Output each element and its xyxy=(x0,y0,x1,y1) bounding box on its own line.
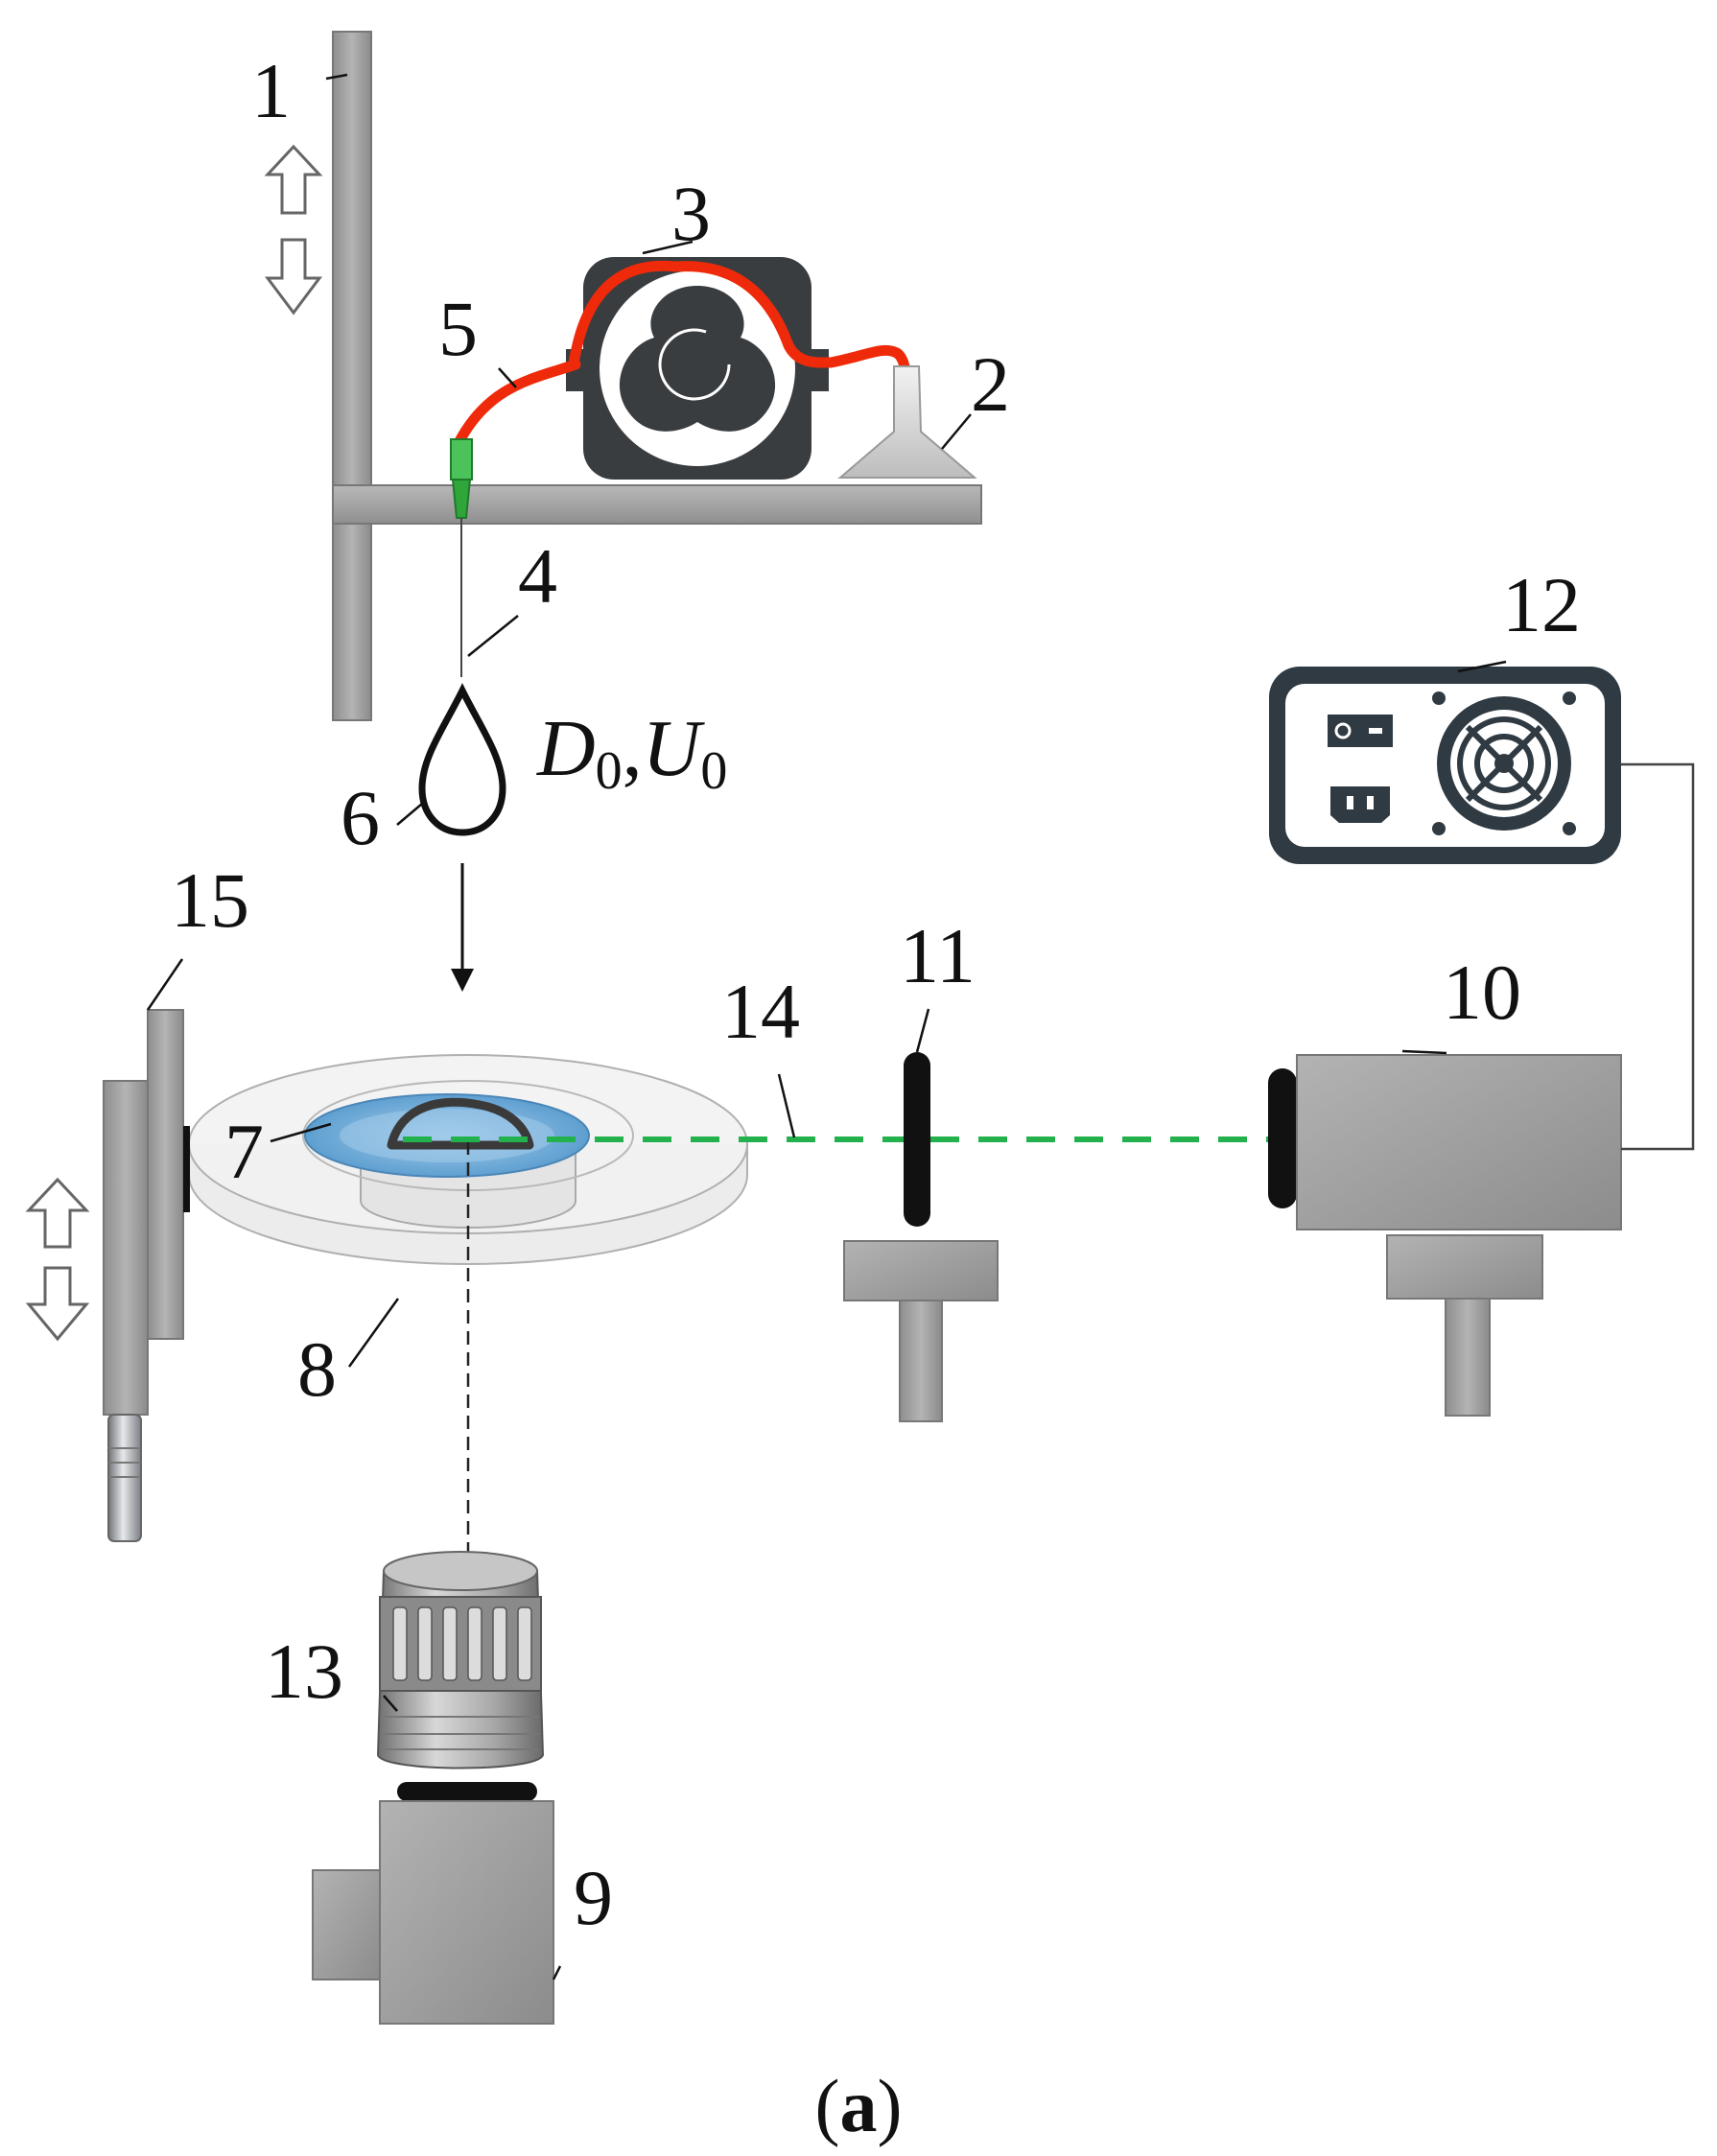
liquid-reservoir-flask xyxy=(837,365,977,479)
velocity-symbol: U xyxy=(643,704,706,793)
up-arrow-icon xyxy=(264,144,323,215)
light-source-post xyxy=(1445,1298,1491,1417)
lens-element xyxy=(904,1052,930,1227)
label-5: 5 xyxy=(438,285,478,372)
diameter-symbol: D xyxy=(536,704,596,793)
lift-up-down-arrows xyxy=(25,1177,90,1342)
label-9: 9 xyxy=(574,1854,613,1941)
label-15: 15 xyxy=(171,856,249,944)
needle-hub xyxy=(450,438,473,480)
component-labels: 1 2 3 4 5 6 7 8 9 10 11 12 13 14 15 xyxy=(171,47,1581,1941)
label-2: 2 xyxy=(971,340,1010,428)
label-3: 3 xyxy=(671,170,711,257)
pump-rotor xyxy=(619,286,776,432)
falling-droplet xyxy=(418,683,506,836)
flask-body xyxy=(837,365,977,479)
camera-side-module xyxy=(312,1869,381,1980)
leader-lines xyxy=(146,73,1507,1980)
lift-plate-front xyxy=(147,1009,184,1340)
label-14: 14 xyxy=(721,968,800,1055)
lens-post xyxy=(899,1300,943,1422)
dispensing-needle xyxy=(450,438,473,677)
pump-clamp-right xyxy=(806,349,829,391)
fall-direction-arrow xyxy=(451,863,474,992)
caption-close-paren: ) xyxy=(878,2064,903,2147)
label-4: 4 xyxy=(518,532,557,620)
label-7: 7 xyxy=(224,1108,264,1195)
label-11: 11 xyxy=(900,912,976,999)
camera-main-box xyxy=(379,1800,554,2025)
lens-mount-ring xyxy=(397,1782,537,1801)
light-source-body xyxy=(1296,1054,1622,1230)
stand-up-down-arrows xyxy=(264,144,323,316)
power-socket-icon xyxy=(1330,786,1390,823)
power-supply xyxy=(1269,667,1621,864)
lift-plate-back xyxy=(103,1080,149,1416)
droplet-impact-profile xyxy=(387,1097,534,1150)
fan-icon xyxy=(1432,691,1576,835)
needle-tip xyxy=(451,479,472,519)
support-stand xyxy=(332,31,982,721)
focusing-lens-mount xyxy=(843,1052,999,1422)
stand-vertical-bar xyxy=(332,31,372,721)
light-source xyxy=(1268,1054,1622,1417)
label-1: 1 xyxy=(251,47,291,134)
lens-post-holder xyxy=(843,1240,999,1301)
diameter-subscript: 0 xyxy=(596,741,623,801)
pump-tube-loop xyxy=(568,260,836,370)
power-cable xyxy=(1621,762,1695,1151)
lens-front-glass xyxy=(383,1551,538,1591)
camera-lens xyxy=(376,1551,545,1801)
label-12: 12 xyxy=(1502,561,1581,648)
caption-letter: a xyxy=(840,2064,878,2147)
label-13: 13 xyxy=(265,1628,343,1715)
lift-contact-edge xyxy=(183,1126,190,1212)
light-source-emitter xyxy=(1268,1068,1297,1208)
label-6: 6 xyxy=(341,774,380,861)
lift-stage xyxy=(103,1009,190,1542)
camera-body xyxy=(312,1800,554,2025)
stand-shelf xyxy=(332,484,982,525)
light-source-bracket xyxy=(1386,1234,1543,1300)
lens-ring-grips xyxy=(392,1606,532,1681)
up-arrow-icon xyxy=(25,1177,90,1249)
velocity-subscript: 0 xyxy=(700,741,727,801)
peristaltic-pump xyxy=(566,257,836,480)
label-10: 10 xyxy=(1443,949,1521,1036)
down-arrow-icon xyxy=(265,238,322,316)
parameter-separator: , xyxy=(623,704,643,793)
label-8: 8 xyxy=(297,1325,337,1413)
sample-dish-assembly xyxy=(188,1054,748,1561)
caption-open-paren: ( xyxy=(815,2064,840,2147)
down-arrow-icon xyxy=(25,1266,90,1342)
pump-rotation-arrow xyxy=(658,328,731,401)
figure-caption: (a) xyxy=(815,2064,903,2147)
droplet-parameters: D0,U0 xyxy=(536,704,727,801)
